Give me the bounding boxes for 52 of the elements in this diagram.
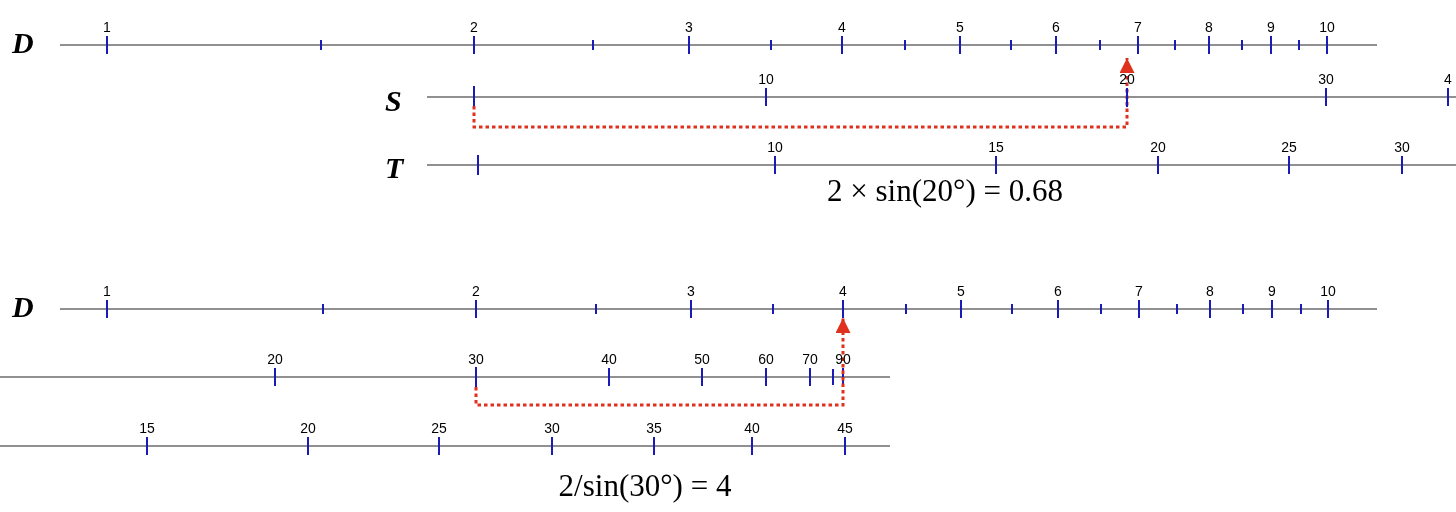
scale-number: 35 — [646, 421, 662, 435]
scale-number: 8 — [1205, 20, 1213, 34]
tick-mark — [473, 86, 475, 106]
scale-number: 15 — [988, 140, 1004, 154]
scale-number: 6 — [1052, 20, 1060, 34]
scale-number: 40 — [744, 421, 760, 435]
scale-mark: 4 — [833, 284, 853, 318]
scale-number: 30 — [1318, 72, 1334, 86]
equation: 2 × sin(20°) = 0.68 — [827, 175, 1063, 206]
scale-number: 5 — [956, 20, 964, 34]
scale-number: 25 — [431, 421, 447, 435]
scale-number: 70 — [802, 352, 818, 366]
scale-number: 8 — [1206, 284, 1214, 298]
scale-number: 4 — [838, 20, 846, 34]
scale-number: 4 — [1444, 72, 1452, 86]
scale-number: 6 — [1054, 284, 1062, 298]
scale-number: 3 — [685, 20, 693, 34]
scale-number: 2 — [470, 20, 478, 34]
scale-number: 50 — [694, 352, 710, 366]
scale-number: 1 — [103, 284, 111, 298]
scale-number: 10 — [767, 140, 783, 154]
scale-number: 2 — [472, 284, 480, 298]
scale-mark: 20 — [1117, 58, 1137, 107]
arrow — [472, 58, 1135, 129]
scale-number: 1 — [103, 20, 111, 34]
scale-name: T — [385, 153, 404, 183]
scale-number: 10 — [1320, 284, 1336, 298]
scale-number: 20 — [300, 421, 316, 435]
scale-name: D — [12, 28, 34, 58]
scale-number: 10 — [1319, 20, 1335, 34]
scale-number: 15 — [139, 421, 155, 435]
equation: 2/sin(30°) = 4 — [558, 470, 732, 501]
scale-number: 30 — [1394, 140, 1410, 154]
scale-number: 20 — [267, 352, 283, 366]
scale-number: 10 — [758, 72, 774, 86]
scale-number: 3 — [687, 284, 695, 298]
scale-number: 45 — [837, 421, 853, 435]
scale-number: 30 — [544, 421, 560, 435]
scale-number: 25 — [1281, 140, 1297, 154]
arrow — [474, 318, 851, 407]
scale-number: 60 — [758, 352, 774, 366]
scale-number: 9 — [1268, 284, 1276, 298]
scale-number: 40 — [601, 352, 617, 366]
scale-name: S — [385, 86, 402, 116]
scale-name: D — [12, 292, 34, 322]
scale-number: 9 — [1267, 20, 1275, 34]
scale-number: 7 — [1134, 20, 1142, 34]
scale-number: 90 — [835, 352, 851, 366]
scale-number: 5 — [957, 284, 965, 298]
scale-number: 30 — [468, 352, 484, 366]
scale-number: 7 — [1135, 284, 1143, 298]
scale-number: 20 — [1150, 140, 1166, 154]
